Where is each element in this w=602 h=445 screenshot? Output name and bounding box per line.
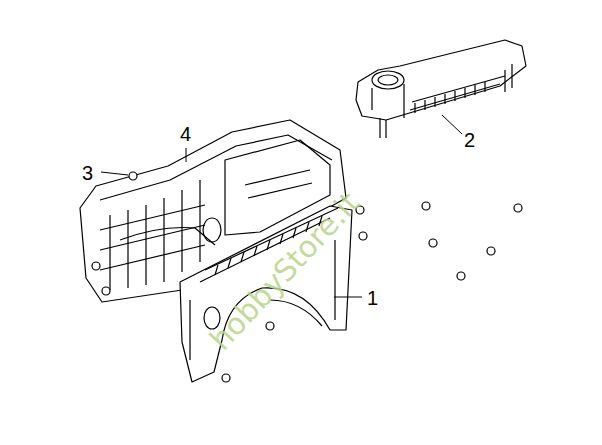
callout-number: 2 [464, 130, 475, 150]
callout-number: 3 [82, 163, 93, 183]
top-cover [356, 40, 526, 138]
callout-number: 1 [367, 288, 378, 308]
screw-nuts [92, 172, 522, 382]
callout-number: 4 [180, 124, 191, 144]
